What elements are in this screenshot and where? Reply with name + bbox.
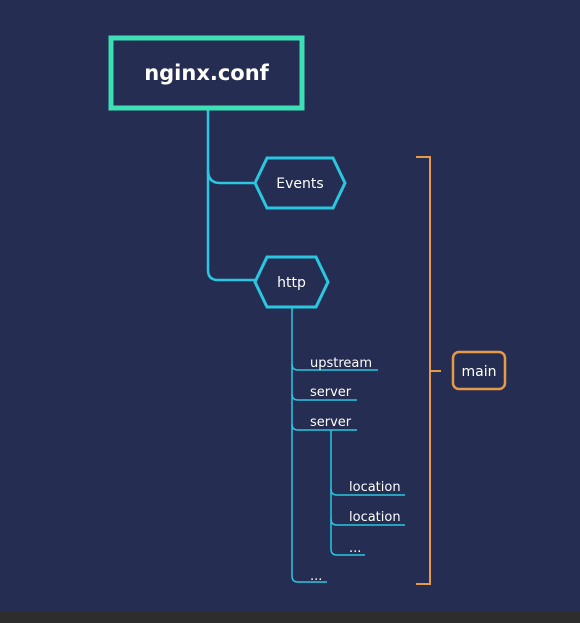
connector-server-2 <box>291 423 357 431</box>
connector-root-trunk <box>206 108 256 282</box>
connector-server-1 <box>291 393 357 401</box>
http-child-server-1: server <box>310 385 352 400</box>
bottom-edge-bar <box>0 612 580 623</box>
connector-http-trunk <box>291 307 327 583</box>
events-node-label: Events <box>276 176 323 192</box>
server-child-location-2: location <box>349 510 401 525</box>
http-child-server-2: server <box>310 415 352 430</box>
main-scope-label: main <box>462 364 497 380</box>
http-node-shape <box>253 255 330 309</box>
server-child-location-1: location <box>349 480 401 495</box>
connector-server-trunk <box>330 430 365 556</box>
http-child-upstream: upstream <box>310 356 372 371</box>
connector-upstream <box>291 363 378 371</box>
http-child-ellipsis: ... <box>310 569 322 584</box>
root-node-label: nginx.conf <box>144 61 269 85</box>
connector-location-2 <box>330 518 405 526</box>
main-scope-bracket <box>416 156 441 585</box>
events-node-shape <box>253 156 347 210</box>
server-child-ellipsis: ... <box>349 541 361 556</box>
connector-location-1 <box>330 488 405 496</box>
connector-root-events <box>206 169 256 185</box>
main-scope-box <box>451 350 507 391</box>
root-node-box <box>108 35 305 111</box>
http-node-label: http <box>277 275 306 291</box>
